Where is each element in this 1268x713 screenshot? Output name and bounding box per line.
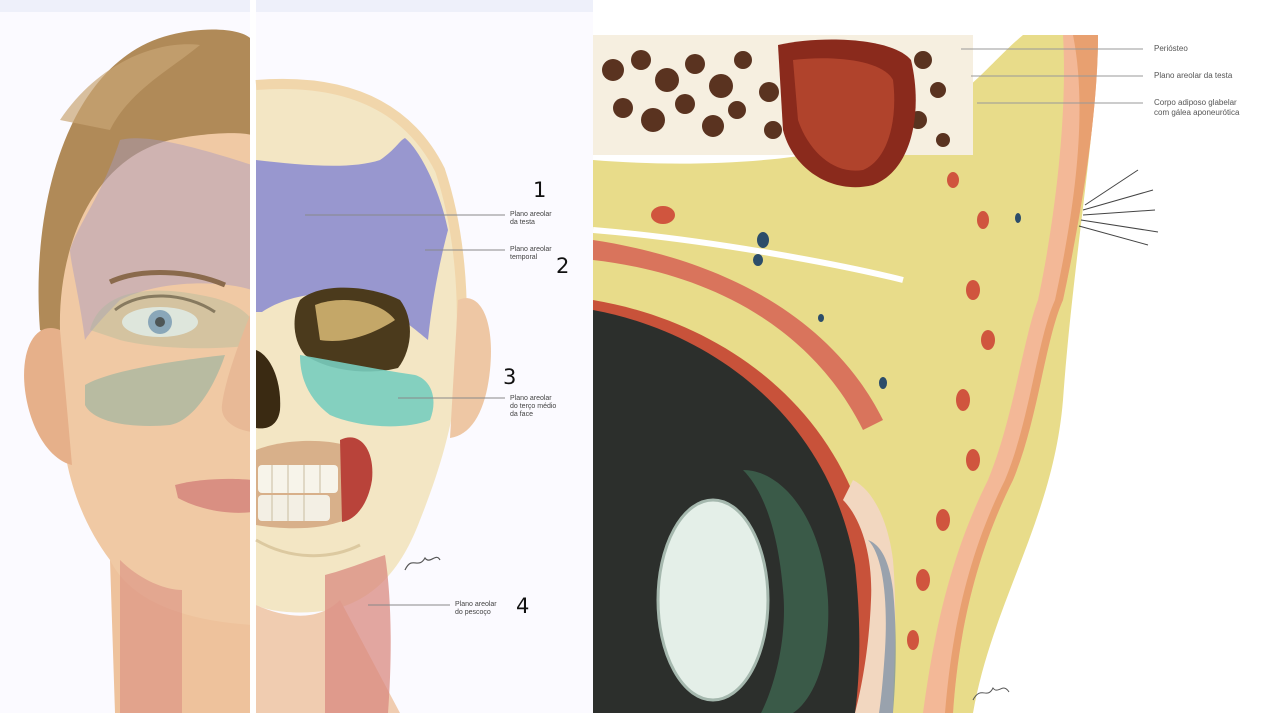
glabellar-fat-pad-label-line1: Corpo adiposo glabelar [1154, 98, 1239, 108]
region-1-label-line1: Plano areolar [510, 211, 552, 219]
region-4-label-line2: do pescoço [455, 609, 497, 617]
region-2-number: 2 [556, 254, 569, 278]
region-3-number: 3 [503, 365, 516, 389]
glabellar-fat-pad-label: Corpo adiposo glabelar com gálea aponeur… [1154, 98, 1239, 118]
region-1-label-line2: da testa [510, 219, 552, 227]
region-4-label: Plano areolar do pescoço [455, 601, 497, 617]
periosteum-label: Periósteo [1154, 44, 1188, 54]
glabellar-fat-pad-label-line2: com gálea aponeurótica [1154, 108, 1239, 118]
region-4-number: 4 [516, 594, 529, 618]
region-3-label-line2: do terço médio [510, 403, 556, 411]
region-3-label-line3: da face [510, 411, 556, 419]
region-3-label: Plano areolar do terço médio da face [510, 395, 556, 419]
region-2-label-line2: temporal [510, 254, 552, 262]
region-3-label-line1: Plano areolar [510, 395, 556, 403]
region-1-label: Plano areolar da testa [510, 211, 552, 227]
forehead-areolar-plane-label: Plano areolar da testa [1154, 71, 1232, 81]
face-skull-illustration-panel: 1 Plano areolar da testa 2 Plano areolar… [0, 0, 593, 713]
face-skull-illustration [0, 0, 593, 713]
region-1-number: 1 [533, 178, 546, 202]
sagittal-section-panel: Periósteo Plano areolar da testa Corpo a… [593, 0, 1268, 713]
region-2-label: Plano areolar temporal [510, 246, 552, 262]
region-4-label-line1: Plano areolar [455, 601, 497, 609]
region-2-label-line1: Plano areolar [510, 246, 552, 254]
